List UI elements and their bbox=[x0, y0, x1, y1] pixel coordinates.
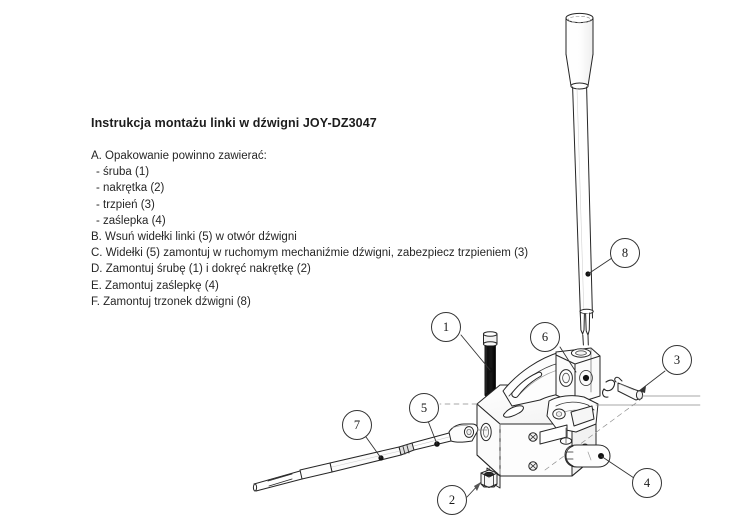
instruction-line-a2: - nakrętka (2) bbox=[96, 182, 165, 195]
page-title: Instrukcja montażu linki w dźwigni JOY-D… bbox=[91, 116, 377, 130]
part-nut-2 bbox=[466, 469, 498, 498]
callout-label-6: 6 bbox=[541, 329, 549, 344]
callout-bubble-2: 2 bbox=[437, 485, 467, 515]
part-lever-stem-8 bbox=[565, 12, 613, 346]
part-pin-3 bbox=[614, 370, 701, 401]
callout-label-5: 5 bbox=[420, 400, 428, 415]
instruction-line-e: E. Zamontuj zaślepkę (4) bbox=[91, 279, 219, 292]
callout-bubble-7: 7 bbox=[342, 410, 372, 440]
part-cap-4 bbox=[564, 427, 635, 479]
callout-label-3: 3 bbox=[673, 352, 681, 367]
instruction-line-f: F. Zamontuj trzonek dźwigni (8) bbox=[91, 295, 251, 308]
instruction-line-c: C. Widełki (5) zamontuj w ruchomym mecha… bbox=[91, 247, 529, 260]
callout-label-4: 4 bbox=[643, 475, 651, 490]
callout-bubble-8: 8 bbox=[610, 238, 640, 268]
callout-bubble-1: 1 bbox=[431, 312, 461, 342]
instruction-line-a3: - trzpień (3) bbox=[96, 198, 155, 211]
callout-bubble-5: 5 bbox=[409, 393, 439, 423]
instruction-line-a: A. Opakowanie powinno zawierać: bbox=[91, 150, 267, 162]
callout-bubble-6: 6 bbox=[530, 322, 560, 352]
callout-bubble-3: 3 bbox=[662, 345, 692, 375]
part-lever-body-6 bbox=[439, 346, 701, 489]
callout-label-8: 8 bbox=[621, 245, 629, 260]
instruction-line-b: B. Wsuń widełki linki (5) w otwór dźwign… bbox=[91, 231, 297, 244]
instruction-list: A. Opakowanie powinno zawierać: - śruba … bbox=[91, 148, 651, 310]
instruction-line-d: D. Zamontuj śrubę (1) i dokręć nakrętkę … bbox=[91, 263, 311, 276]
instruction-line-a4: - zaślepka (4) bbox=[96, 214, 166, 227]
part-cable-assembly bbox=[252, 420, 488, 492]
instruction-line-a1: - śruba (1) bbox=[96, 166, 150, 179]
callout-label-2: 2 bbox=[448, 492, 456, 507]
callout-label-1: 1 bbox=[442, 319, 450, 334]
callout-label-7: 7 bbox=[353, 417, 361, 432]
callout-bubble-4: 4 bbox=[632, 468, 662, 498]
